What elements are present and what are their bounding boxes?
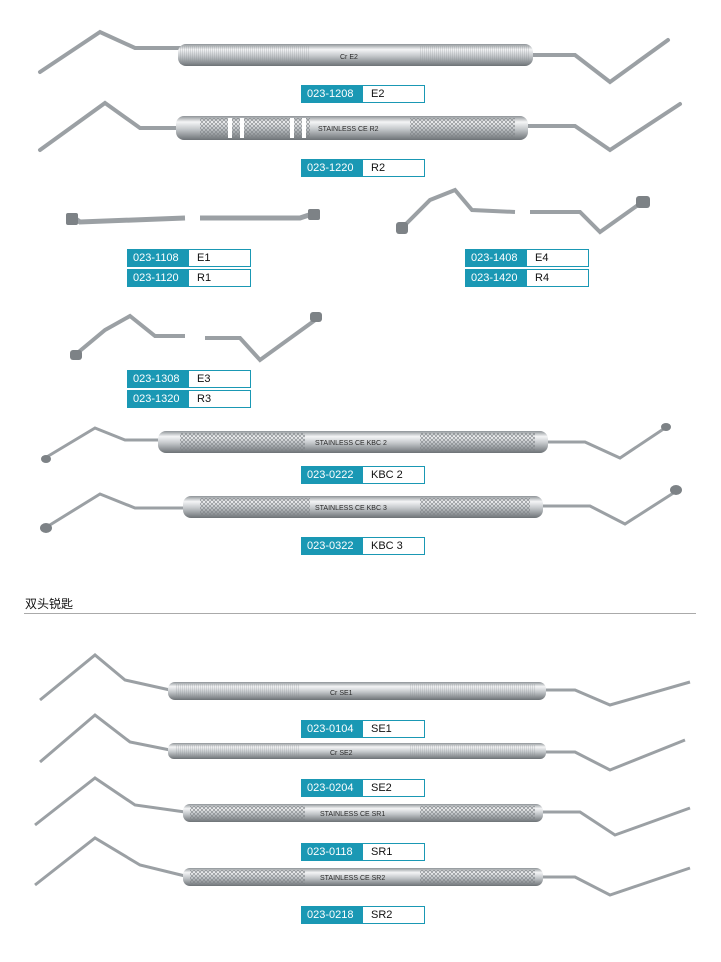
product-name: R1 [189, 269, 251, 287]
product-code: 023-1408 [465, 249, 527, 267]
engrave-sr2: STAINLESS CE SR2 [320, 875, 385, 882]
engrave-se1: Cr SE1 [330, 690, 353, 697]
instrument-kbc3: STAINLESS CE KBC 3 [40, 485, 682, 533]
instrument-e4-r4 [396, 187, 650, 235]
label-023-1320: 023-1320 R3 [127, 390, 251, 408]
product-name: KBC 3 [363, 537, 425, 555]
instrument-se1: Cr SE1 [39, 653, 691, 707]
label-023-0218: 023-0218 SR2 [301, 906, 425, 924]
label-023-1108: 023-1108 E1 [127, 249, 251, 267]
instrument-r2: STAINLESS CE R2 [38, 100, 682, 153]
product-code: 023-0322 [301, 537, 363, 555]
instrument-se2: Cr SE2 [39, 713, 686, 772]
label-023-1220: 023-1220 R2 [301, 159, 425, 177]
product-code: 023-0104 [301, 720, 363, 738]
product-name: E1 [189, 249, 251, 267]
instrument-e1-r1 [66, 209, 320, 225]
label-023-1120: 023-1120 R1 [127, 269, 251, 287]
product-name: E4 [527, 249, 589, 267]
section-title: 双头锐匙 [25, 597, 74, 611]
engrave-kbc3: STAINLESS CE KBC 3 [315, 505, 387, 512]
engrave-kbc2: STAINLESS CE KBC 2 [315, 440, 387, 447]
engrave-se2: Cr SE2 [330, 750, 353, 757]
product-code: 023-0218 [301, 906, 363, 924]
product-name: SR1 [363, 843, 425, 861]
product-name: R2 [363, 159, 425, 177]
engrave-sr1: STAINLESS CE SR1 [320, 811, 385, 818]
product-name: SE2 [363, 779, 425, 797]
product-name: E2 [363, 85, 425, 103]
label-023-0322: 023-0322 KBC 3 [301, 537, 425, 555]
label-023-0222: 023-0222 KBC 2 [301, 466, 425, 484]
label-023-1308: 023-1308 E3 [127, 370, 251, 388]
product-code: 023-1208 [301, 85, 363, 103]
product-code: 023-1308 [127, 370, 189, 388]
engrave-e2: Cr E2 [340, 54, 358, 61]
product-code: 023-0118 [301, 843, 363, 861]
label-023-0118: 023-0118 SR1 [301, 843, 425, 861]
product-code: 023-1108 [127, 249, 189, 267]
product-name: KBC 2 [363, 466, 425, 484]
product-code: 023-1120 [127, 269, 189, 287]
instrument-e2: Cr E2 [38, 29, 670, 85]
engrave-r2: STAINLESS CE R2 [318, 126, 379, 133]
instrument-sr1: STAINLESS CE SR1 [34, 776, 691, 837]
label-023-0204: 023-0204 SE2 [301, 779, 425, 797]
product-name: R4 [527, 269, 589, 287]
product-name: E3 [189, 370, 251, 388]
product-code: 023-1220 [301, 159, 363, 177]
instrument-e3-r3 [70, 312, 322, 363]
label-023-1208: 023-1208 E2 [301, 85, 425, 103]
product-name: SR2 [363, 906, 425, 924]
label-023-1420: 023-1420 R4 [465, 269, 589, 287]
instrument-sr2: STAINLESS CE SR2 [34, 836, 691, 897]
product-code: 023-0222 [301, 466, 363, 484]
instrument-kbc2: STAINLESS CE KBC 2 [41, 423, 671, 463]
product-code: 023-1320 [127, 390, 189, 408]
product-name: R3 [189, 390, 251, 408]
product-code: 023-0204 [301, 779, 363, 797]
section-header: 双头锐匙 [24, 593, 696, 614]
product-name: SE1 [363, 720, 425, 738]
product-code: 023-1420 [465, 269, 527, 287]
label-023-1408: 023-1408 E4 [465, 249, 589, 267]
label-023-0104: 023-0104 SE1 [301, 720, 425, 738]
